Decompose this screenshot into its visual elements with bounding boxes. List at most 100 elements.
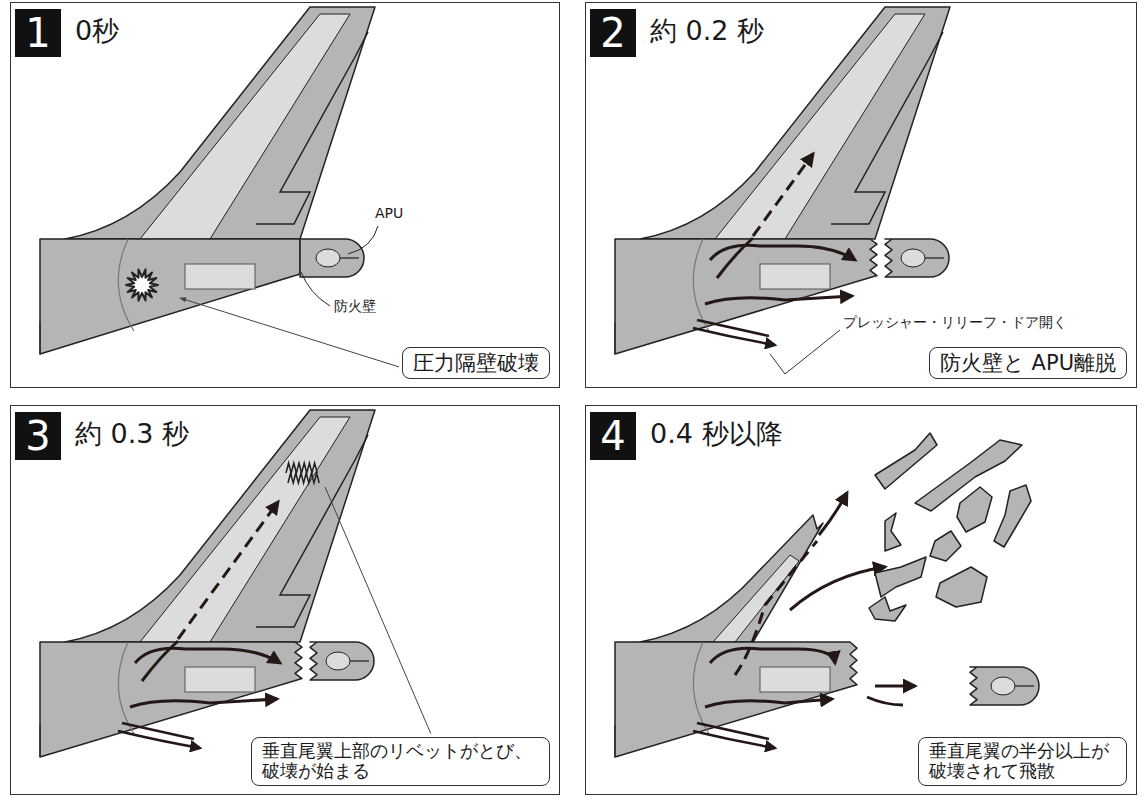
stroke-line <box>142 641 178 681</box>
tail-section-drawing <box>40 410 375 757</box>
part-label: 防火壁 <box>334 298 376 316</box>
apu-unit <box>316 249 340 267</box>
fin-fragment <box>885 513 901 551</box>
apu-unit <box>326 652 350 670</box>
stroke-line <box>122 723 194 739</box>
explosion-mark <box>126 269 158 300</box>
step-number-box: 1 <box>15 9 61 57</box>
time-panel: 0秒 1 圧力隔壁破壊 <box>10 2 560 388</box>
step-number-box: 3 <box>15 412 61 460</box>
vertical-fin <box>65 7 375 239</box>
fin-spar-band <box>140 417 350 642</box>
apu-cone <box>970 667 1039 705</box>
caption-text: 圧力隔壁破壊 <box>413 351 539 375</box>
fin-fragment <box>875 557 926 597</box>
stroke-line <box>256 57 355 224</box>
part-label: APU <box>375 205 403 221</box>
apu-unit <box>901 249 925 267</box>
stroke-line <box>693 731 775 748</box>
fin-spar-band <box>715 14 925 239</box>
fuselage <box>40 239 300 354</box>
stroke-line <box>697 723 769 739</box>
stroke-line <box>355 32 368 57</box>
apu-unit <box>991 677 1015 695</box>
stroke-line <box>717 238 753 278</box>
vertical-fin <box>65 410 375 642</box>
stroke-line <box>930 32 943 57</box>
stroke-line <box>693 328 775 345</box>
stroke-line <box>350 660 369 661</box>
stroke-line <box>256 460 355 627</box>
tail-section-drawing <box>615 433 1039 757</box>
stroke-line <box>325 487 431 734</box>
stroke-line <box>875 685 915 688</box>
apu-cone <box>885 239 949 277</box>
stroke-line <box>288 473 319 483</box>
stroke-line <box>693 642 709 734</box>
stroke-line <box>615 322 616 354</box>
time-label: 約 0.3 秒 <box>75 416 189 452</box>
stroke-line <box>819 493 847 535</box>
apu-cone <box>310 642 374 680</box>
tail-section-drawing <box>40 7 378 354</box>
access-panel <box>185 264 255 289</box>
stroke-line <box>118 642 134 734</box>
fin-fragment <box>957 487 992 532</box>
stroke-line <box>348 226 378 254</box>
step-number: 1 <box>25 13 50 53</box>
fin-fragment <box>994 485 1031 547</box>
fin-spar-band <box>140 14 350 239</box>
caption-box: 垂直尾翼上部のリベットがとび、 破壊が始まる <box>251 737 550 786</box>
stroke-line <box>831 57 930 224</box>
part-label: プレッシャー・リリーフ・ドア開く <box>843 314 1067 332</box>
fin-fragment <box>936 567 987 607</box>
stroke-line <box>867 697 903 705</box>
stroke-line <box>118 731 200 748</box>
fin-fragment <box>869 597 906 621</box>
caption-box: 垂直尾翼の半分以上が 破壊されて飛散 <box>918 737 1127 786</box>
stroke-line <box>180 298 399 367</box>
step-number-box: 2 <box>590 9 636 57</box>
caption-text: 垂直尾翼の半分以上が 破壊されて飛散 <box>929 741 1116 782</box>
stroke-line <box>40 725 41 757</box>
access-panel <box>760 264 830 289</box>
time-label: 約 0.2 秒 <box>650 13 764 49</box>
step-number-box: 4 <box>590 412 636 460</box>
caption-text: 防火壁と APU離脱 <box>940 351 1116 375</box>
time-label: 0秒 <box>75 13 119 49</box>
stroke-line <box>301 272 330 306</box>
stroke-line <box>735 541 817 675</box>
caption-box: 圧力隔壁破壊 <box>402 347 550 379</box>
stroke-line <box>925 257 944 258</box>
stroke-line <box>615 725 616 757</box>
stroke-line <box>178 502 278 639</box>
fuselage <box>615 239 877 354</box>
time-label: 0.4 秒以降 <box>650 416 783 452</box>
fin-spar-band <box>713 555 799 642</box>
label-text: APU <box>375 205 403 221</box>
stroke-line <box>770 330 840 374</box>
step-number: 2 <box>600 13 625 53</box>
access-panel <box>185 667 255 692</box>
label-text: プレッシャー・リリーフ・ドア開く <box>843 314 1067 332</box>
step-number: 3 <box>25 416 50 456</box>
label-text: 防火壁 <box>334 298 376 316</box>
stroke-line <box>710 648 835 663</box>
stroke-line <box>697 320 769 336</box>
time-panel: 約 0.3 秒 3 垂直尾翼上部のリベットがとび、 破壊が始まる <box>10 405 560 795</box>
stroke-line <box>130 699 277 707</box>
stroke-line <box>340 257 359 258</box>
stroke-line <box>705 699 832 707</box>
fuselage <box>615 642 857 757</box>
apu-cone <box>300 239 364 277</box>
stroke-line <box>40 322 41 354</box>
time-panel: 0.4 秒以降 4 垂直尾翼の半分以上が 破壊されて飛散 <box>585 405 1137 795</box>
stroke-line <box>790 567 885 610</box>
step-number: 4 <box>600 416 625 456</box>
vertical-fin <box>640 7 950 239</box>
fin-remnant <box>640 515 823 642</box>
fin-fragment <box>875 433 937 489</box>
stroke-line <box>753 154 813 236</box>
